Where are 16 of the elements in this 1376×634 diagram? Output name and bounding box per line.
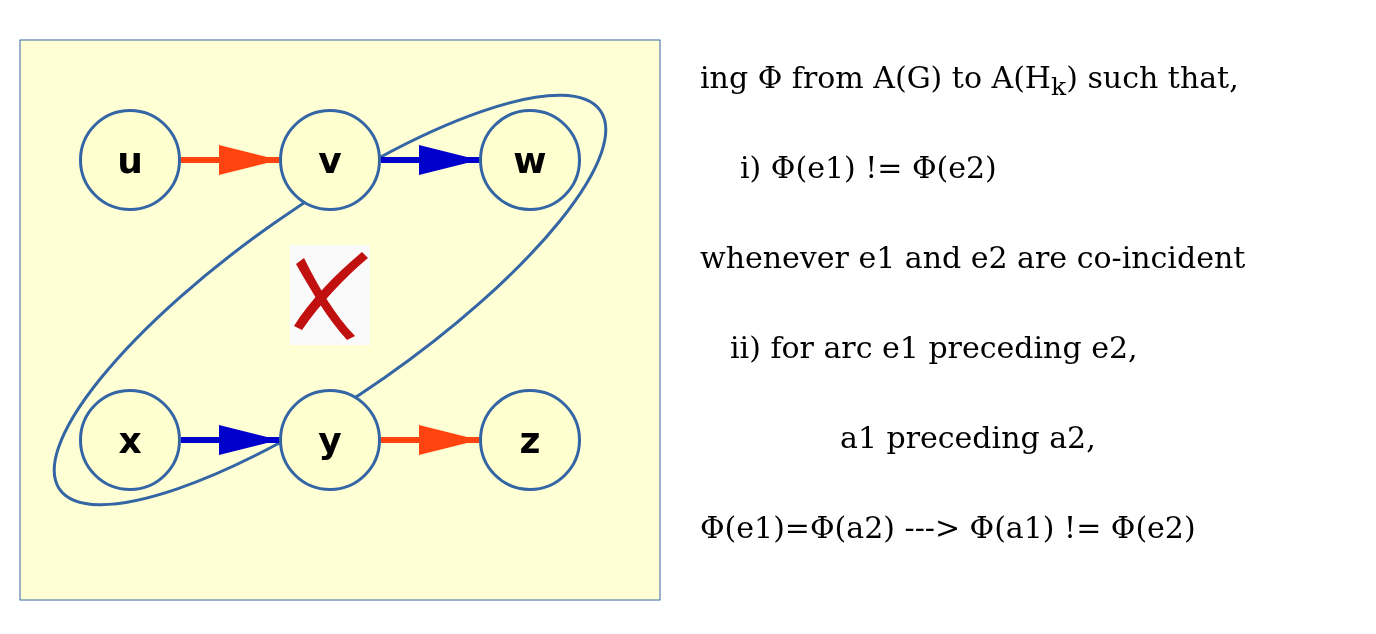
slide-text: Φ(e1)=Φ(a2) ---> Φ(a1) != Φ(e2): [700, 510, 1196, 546]
arrow: [181, 145, 279, 175]
slide-text: a1 preceding a2,: [840, 420, 1096, 456]
node-label: x: [118, 419, 142, 461]
slide-text: ing Φ from A(G) to A(H$_{k}$) such that,: [700, 60, 1239, 102]
node-label: u: [117, 139, 143, 181]
node-label: v: [318, 139, 342, 181]
slide-text: ii) for arc e1 preceding e2,: [730, 330, 1138, 366]
arrow: [181, 425, 279, 455]
arrow: [381, 145, 479, 175]
node-label: z: [519, 419, 541, 461]
slide-text: i) Φ(e1) != Φ(e2): [740, 150, 997, 186]
slide-text: whenever e1 and e2 are co-incident: [700, 240, 1246, 276]
node-label: y: [318, 419, 342, 461]
arrow: [381, 425, 479, 455]
node-label: w: [513, 139, 547, 181]
